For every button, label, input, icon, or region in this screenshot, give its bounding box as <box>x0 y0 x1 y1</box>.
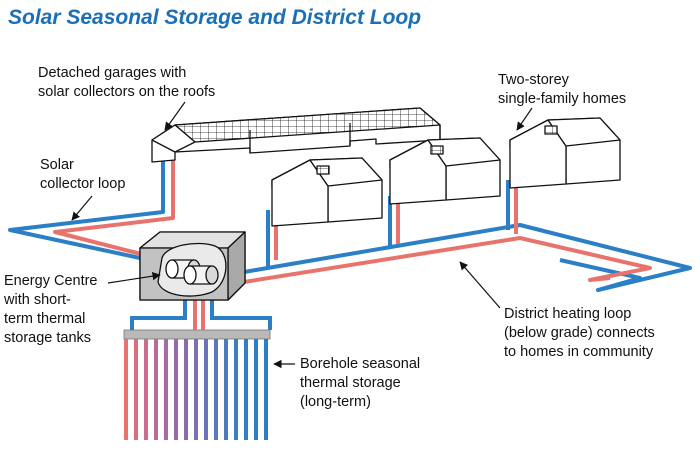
label-garages: Detached garages with solar collectors o… <box>38 65 215 100</box>
solar-loop-arrow <box>71 195 93 221</box>
house-1 <box>271 157 383 227</box>
label-energy-centre-line-2: with short- <box>3 292 71 308</box>
storage-tank-1 <box>165 259 201 279</box>
house-2 <box>389 137 501 205</box>
label-energy-centre: Energy Centre with short- term thermal s… <box>3 273 98 346</box>
borehole-header-bar <box>123 329 271 340</box>
label-garages-line-1: Detached garages with <box>38 65 186 81</box>
storage-tank-2 <box>183 265 219 285</box>
detached-garages <box>151 107 441 163</box>
label-district-loop: District heating loop (below grade) conn… <box>504 306 655 360</box>
district-arrow <box>459 261 501 309</box>
label-solar-loop-line-1: Solar <box>40 157 74 173</box>
label-solar-loop: Solar collector loop <box>40 157 125 192</box>
label-borehole-line-1: Borehole seasonal <box>300 356 420 372</box>
label-borehole-line-3: (long-term) <box>300 394 371 410</box>
energy-centre-arrow <box>107 271 161 284</box>
label-energy-centre-line-1: Energy Centre <box>4 273 98 289</box>
label-district-line-3: to homes in community <box>504 344 654 360</box>
label-district-line-2: (below grade) connects <box>504 325 655 341</box>
label-homes-line-2: single-family homes <box>498 91 626 107</box>
page-title: Solar Seasonal Storage and District Loop <box>8 6 421 29</box>
label-borehole: Borehole seasonal thermal storage (long-… <box>300 356 420 410</box>
district-cold-pipe <box>243 223 692 292</box>
district-hot-pipe <box>243 236 652 284</box>
label-garages-line-2: solar collectors on the roofs <box>38 84 215 100</box>
label-borehole-line-2: thermal storage <box>300 375 401 391</box>
label-energy-centre-line-4: storage tanks <box>4 330 91 346</box>
label-homes-line-1: Two-storey <box>498 72 570 88</box>
label-energy-centre-line-3: term thermal <box>4 311 85 327</box>
label-solar-loop-line-2: collector loop <box>40 176 125 192</box>
label-homes: Two-storey single-family homes <box>498 72 626 107</box>
house-3 <box>509 117 621 189</box>
homes-arrow <box>516 107 533 131</box>
label-district-line-1: District heating loop <box>504 306 631 322</box>
borehole-field <box>123 300 272 440</box>
energy-centre <box>139 231 246 301</box>
garages-arrow <box>164 101 186 131</box>
